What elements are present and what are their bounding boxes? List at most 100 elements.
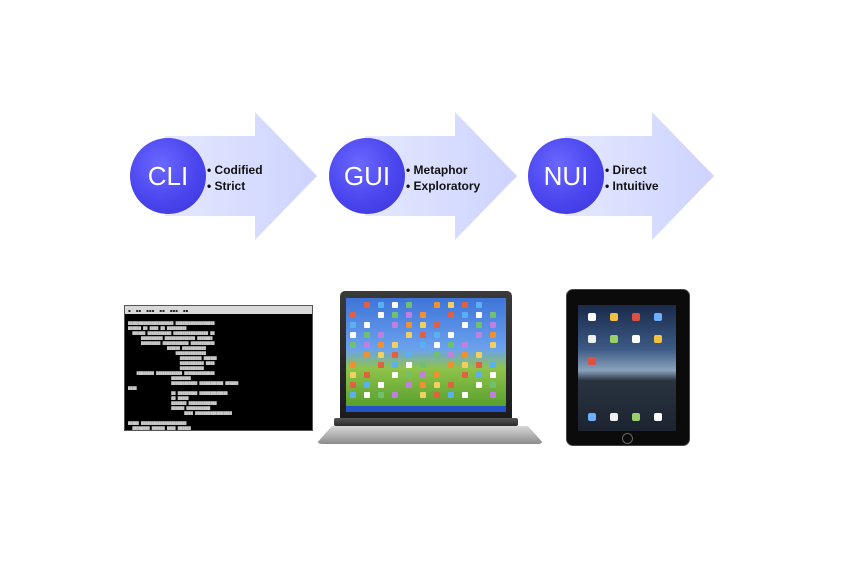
- terminal-menubar-graphic: ▪▪▪▪▪▪▪▪▪▪▪▪▪: [125, 306, 312, 314]
- tablet-app-icon: [632, 413, 640, 421]
- desktop-app-icon: [490, 362, 496, 368]
- command-line-terminal-icon: ▪▪▪▪▪▪▪▪▪▪▪▪▪ ▇▇▇▇▇▇▇▇▇▇▇▇▇▇▇▇▇▇▇▇▇ ▇▇▇▇…: [124, 305, 313, 431]
- desktop-app-icon: [364, 332, 370, 338]
- desktop-app-icon: [378, 352, 384, 358]
- cli-circle: CLI: [130, 138, 206, 214]
- desktop-app-icon: [420, 332, 426, 338]
- desktop-app-icon: [490, 382, 496, 388]
- nui-label: NUI: [543, 160, 589, 191]
- desktop-app-icon: [434, 342, 440, 348]
- desktop-app-icon: [476, 372, 482, 378]
- desktop-app-icon: [476, 362, 482, 368]
- laptop-taskbar-graphic: [346, 406, 506, 412]
- desktop-app-icon: [378, 312, 384, 318]
- tablet-app-icon: [654, 313, 662, 321]
- desktop-app-icon: [434, 322, 440, 328]
- desktop-app-icon: [406, 362, 412, 368]
- desktop-app-icon: [476, 352, 482, 358]
- tablet-app-icon: [654, 413, 662, 421]
- desktop-app-icon: [462, 302, 468, 308]
- desktop-app-icon: [378, 382, 384, 388]
- desktop-app-icon: [378, 362, 384, 368]
- desktop-app-icon: [448, 382, 454, 388]
- desktop-app-icon: [462, 372, 468, 378]
- cli-bullet-list: Codified Strict: [207, 162, 263, 194]
- desktop-app-icon: [490, 372, 496, 378]
- tablet-app-icon: [610, 313, 618, 321]
- desktop-app-icon: [364, 322, 370, 328]
- laptop-screen-graphic: [346, 298, 506, 412]
- desktop-app-icon: [378, 342, 384, 348]
- gui-bullet-2: Exploratory: [406, 178, 481, 194]
- desktop-app-icon: [364, 372, 370, 378]
- desktop-app-icon: [462, 312, 468, 318]
- desktop-app-icon: [364, 302, 370, 308]
- desktop-app-icon: [420, 372, 426, 378]
- desktop-app-icon: [392, 322, 398, 328]
- desktop-app-icon: [462, 392, 468, 398]
- desktop-app-icon: [392, 302, 398, 308]
- desktop-app-icon: [350, 362, 356, 368]
- cli-bullet-1: Codified: [207, 162, 263, 178]
- tablet-screen-graphic: [578, 305, 676, 431]
- nui-bullet-1: Direct: [605, 162, 659, 178]
- terminal-text-graphic: ▇▇▇▇▇▇▇▇▇▇▇▇▇▇▇▇▇▇▇▇▇ ▇▇▇▇▇▇▇▇▇▇▇▇▇▇▇▇▇▇…: [128, 321, 239, 430]
- desktop-app-icon: [448, 312, 454, 318]
- desktop-app-icon: [420, 382, 426, 388]
- desktop-app-icon: [350, 392, 356, 398]
- desktop-app-icon: [448, 342, 454, 348]
- gui-circle: GUI: [329, 138, 405, 214]
- desktop-app-icon: [378, 392, 384, 398]
- desktop-app-icon: [392, 352, 398, 358]
- tablet-home-button-icon: [622, 433, 633, 444]
- desktop-app-icon: [350, 372, 356, 378]
- desktop-app-icon: [490, 332, 496, 338]
- desktop-app-icon: [490, 342, 496, 348]
- desktop-app-icon: [392, 312, 398, 318]
- desktop-app-icon: [364, 342, 370, 348]
- desktop-app-icon: [420, 392, 426, 398]
- desktop-app-icon: [392, 372, 398, 378]
- desktop-app-icon: [392, 342, 398, 348]
- cli-label: CLI: [147, 160, 189, 191]
- desktop-app-icon: [420, 362, 426, 368]
- nui-bullet-2: Intuitive: [605, 178, 659, 194]
- desktop-app-icon: [448, 352, 454, 358]
- tablet-app-icon: [588, 313, 596, 321]
- desktop-app-icon: [406, 372, 412, 378]
- desktop-app-icon: [392, 392, 398, 398]
- tablet-app-icon: [588, 335, 596, 343]
- tablet-app-icon: [588, 357, 596, 365]
- desktop-app-icon: [350, 332, 356, 338]
- desktop-app-icon: [490, 312, 496, 318]
- gui-bullet-1: Metaphor: [406, 162, 480, 178]
- desktop-app-icon: [462, 352, 468, 358]
- tablet-app-icon: [654, 335, 662, 343]
- desktop-app-icon: [420, 312, 426, 318]
- desktop-app-icon: [490, 392, 496, 398]
- gui-label: GUI: [343, 160, 391, 191]
- desktop-app-icon: [406, 332, 412, 338]
- desktop-app-icon: [420, 342, 426, 348]
- nui-circle: NUI: [528, 138, 604, 214]
- laptop-keyboard-base-graphic: [316, 426, 544, 444]
- desktop-app-icon: [350, 322, 356, 328]
- desktop-app-icon: [350, 312, 356, 318]
- desktop-app-icon: [448, 332, 454, 338]
- desktop-app-icon: [476, 302, 482, 308]
- desktop-app-icon: [434, 302, 440, 308]
- desktop-app-icon: [350, 342, 356, 348]
- desktop-app-icon: [406, 312, 412, 318]
- laptop-hinge-graphic: [334, 418, 518, 426]
- desktop-app-icon: [364, 392, 370, 398]
- desktop-app-icon: [462, 322, 468, 328]
- desktop-app-icon: [406, 322, 412, 328]
- desktop-app-icon: [434, 352, 440, 358]
- nui-bullet-list: Direct Intuitive: [605, 162, 659, 194]
- desktop-app-icon: [476, 332, 482, 338]
- desktop-app-icon: [448, 392, 454, 398]
- desktop-app-icon: [406, 302, 412, 308]
- desktop-app-icon: [406, 352, 412, 358]
